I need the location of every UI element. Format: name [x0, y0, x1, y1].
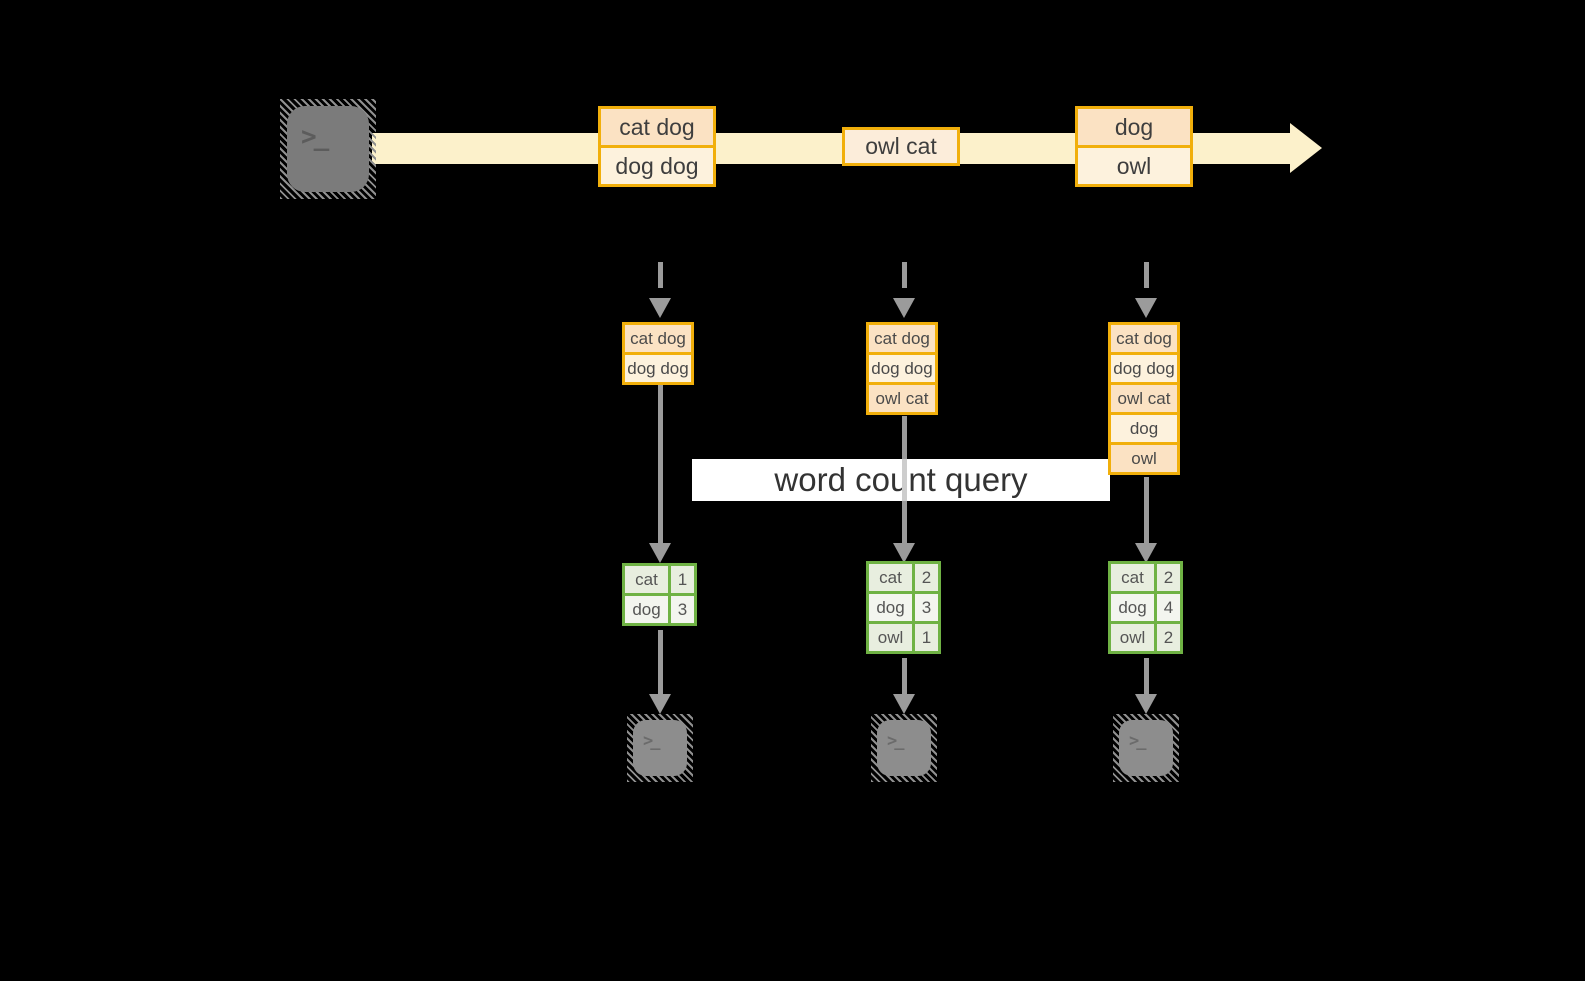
- count-value: 2: [1157, 624, 1180, 651]
- ingest-arrow-line-1: [658, 262, 663, 288]
- count-word: dog: [869, 594, 912, 621]
- count-value: 4: [1157, 594, 1180, 621]
- terminal-prompt-glyph: >_: [301, 122, 329, 152]
- sink-terminal-icon-3: >_: [1113, 714, 1179, 782]
- stream-event-box-1: cat dog dog dog: [598, 106, 716, 187]
- buffered-record: owl cat: [869, 385, 935, 412]
- query-arrowhead-icon-1: [649, 543, 671, 563]
- ingest-arrow-line-3: [1144, 262, 1149, 288]
- buffered-record: cat dog: [869, 325, 935, 352]
- terminal-window: >_: [1119, 720, 1173, 776]
- stream-event-box-3: dog owl: [1075, 106, 1193, 187]
- count-value: 2: [915, 564, 938, 591]
- buffered-record: cat dog: [1111, 325, 1177, 352]
- query-arrow-through-label: [902, 459, 907, 501]
- count-word: owl: [1111, 624, 1154, 651]
- ingest-arrowhead-icon-1: [649, 298, 671, 318]
- record-buffer-1: cat dog dog dog: [622, 322, 694, 385]
- buffered-record: cat dog: [625, 325, 691, 352]
- count-table-3: cat 2 dog 4 owl 2: [1108, 561, 1183, 654]
- buffered-record: owl: [1111, 445, 1177, 472]
- count-word: owl: [869, 624, 912, 651]
- record-buffer-3: cat dog dog dog owl cat dog owl: [1108, 322, 1180, 475]
- count-word: cat: [625, 566, 668, 593]
- terminal-prompt-glyph: >_: [1129, 731, 1147, 751]
- sink-terminal-icon-1: >_: [627, 714, 693, 782]
- output-arrowhead-icon-3: [1135, 694, 1157, 714]
- ingest-arrow-line-2: [902, 262, 907, 288]
- count-word: cat: [1111, 564, 1154, 591]
- output-arrowhead-icon-1: [649, 694, 671, 714]
- terminal-prompt-glyph: >_: [887, 731, 905, 751]
- buffered-record: owl cat: [1111, 385, 1177, 412]
- buffered-record: dog dog: [625, 355, 691, 382]
- stream-record: owl cat: [845, 130, 957, 163]
- count-word: dog: [1111, 594, 1154, 621]
- stream-timeline-arrowhead-icon: [1290, 123, 1322, 173]
- output-arrow-line-1: [658, 630, 663, 694]
- source-terminal-icon: >_: [280, 99, 376, 199]
- count-table-1: cat 1 dog 3: [622, 563, 697, 626]
- count-value: 2: [1157, 564, 1180, 591]
- record-buffer-2: cat dog dog dog owl cat: [866, 322, 938, 415]
- terminal-window: >_: [633, 720, 687, 776]
- buffered-record: dog dog: [1111, 355, 1177, 382]
- count-value: 1: [671, 566, 694, 593]
- output-arrow-line-3: [1144, 658, 1149, 694]
- ingest-arrowhead-icon-2: [893, 298, 915, 318]
- terminal-window: >_: [287, 106, 369, 192]
- query-arrow-line-3: [1144, 477, 1149, 543]
- output-arrowhead-icon-2: [893, 694, 915, 714]
- stream-record: owl: [1078, 148, 1190, 184]
- terminal-prompt-glyph: >_: [643, 731, 661, 751]
- count-value: 3: [671, 596, 694, 623]
- stream-record: dog: [1078, 109, 1190, 145]
- ingest-arrowhead-icon-3: [1135, 298, 1157, 318]
- stream-record: cat dog: [601, 109, 713, 145]
- query-arrowhead-icon-2: [893, 543, 915, 563]
- query-label: word count query: [692, 459, 1110, 501]
- buffered-record: dog dog: [869, 355, 935, 382]
- query-arrow-line-1: [658, 385, 663, 543]
- count-value: 3: [915, 594, 938, 621]
- sink-terminal-icon-2: >_: [871, 714, 937, 782]
- count-word: dog: [625, 596, 668, 623]
- output-arrow-line-2: [902, 658, 907, 694]
- query-arrowhead-icon-3: [1135, 543, 1157, 563]
- count-table-2: cat 2 dog 3 owl 1: [866, 561, 941, 654]
- count-value: 1: [915, 624, 938, 651]
- buffered-record: dog: [1111, 415, 1177, 442]
- stream-record: dog dog: [601, 148, 713, 184]
- stream-event-box-2: owl cat: [842, 127, 960, 166]
- count-word: cat: [869, 564, 912, 591]
- terminal-window: >_: [877, 720, 931, 776]
